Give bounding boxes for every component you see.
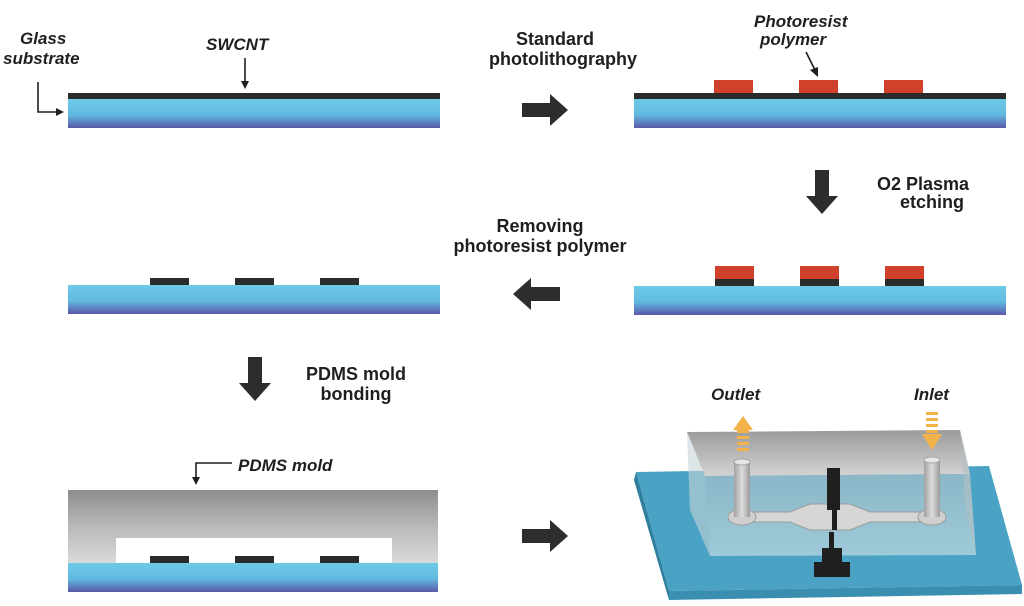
swcnt-pattern [150,278,189,285]
pdms-mold [68,490,438,563]
step-label-photolithography-line1: Standard [516,29,594,49]
panel-photoresist: Photoresist polymer [634,12,1006,128]
step-removing-photoresist: Removing photoresist polymer [453,216,627,310]
inlet-tube [924,460,940,517]
swcnt-electrode-top [827,468,840,530]
process-arrow-right-1 [522,94,568,126]
step-label-o2-plasma-line2: etching [900,192,964,212]
swcnt-pattern [800,279,839,286]
photoresist-block [800,266,839,279]
panel-pdms-bonded: PDMS mold [68,456,438,592]
base-plate-side [634,472,669,600]
photoresist-block [714,80,753,93]
panel-etched [634,266,1006,315]
inlet-label: Inlet [914,385,950,404]
swcnt-pointer-head [241,81,249,89]
pdms-block-top [687,430,970,476]
swcnt-pattern [885,279,924,286]
step-label-pdms-bonding-line1: PDMS mold [306,364,406,384]
photoresist-block [799,80,838,93]
swcnt-layer [68,93,440,99]
glass-substrate [634,286,1006,315]
swcnt-pattern [150,556,189,563]
panel-glass-swcnt: Glass substrate SWCNT [3,29,440,128]
glass-pointer-head [56,108,64,116]
process-arrow-right-2 [522,520,568,552]
step-label-photolithography-line2: photolithography [489,49,637,69]
swcnt-layer [634,93,1006,99]
glass-substrate [68,563,438,592]
pdms-block-right [960,430,976,555]
outlet-tube [734,462,750,517]
photoresist-block [884,80,923,93]
photoresist-pointer [805,51,816,71]
photoresist-pointer-head [810,67,818,77]
outlet-label: Outlet [711,385,761,404]
swcnt-electrode-bottom [814,532,850,577]
pdms-pointer-head [192,477,200,485]
panel-swcnt-pattern [68,278,440,314]
photoresist-block [885,266,924,279]
outlet-flow-arrow [733,416,753,451]
step-label-pdms-bonding-line2: bonding [321,384,392,404]
swcnt-pattern [320,556,359,563]
pdms-pointer [195,462,232,478]
base-plate-front [669,585,1022,600]
glass-substrate [68,99,440,128]
outlet-tube-top [733,458,751,466]
glass-substrate [68,285,440,314]
step-label-removing-line2: photoresist polymer [453,236,626,256]
pdms-block-left [687,432,710,556]
photoresist-block [715,266,754,279]
process-arrow-left-1 [513,278,560,310]
photoresist-label-line2: polymer [759,30,828,49]
step-standard-photolithography: Standard photolithography [489,29,637,126]
step-o2-plasma: O2 Plasma etching [806,170,970,214]
swcnt-pattern [320,278,359,285]
inlet-flow-arrow [922,412,942,450]
glass-substrate-label-line1: Glass [20,29,66,48]
photoresist-label-line1: Photoresist [754,12,849,31]
swcnt-label: SWCNT [206,35,270,54]
step-label-removing-line1: Removing [496,216,583,236]
glass-substrate [634,99,1006,128]
swcnt-pattern [235,556,274,563]
process-arrow-down-1 [806,170,838,214]
step-pdms-bonding: PDMS mold bonding [239,357,406,404]
glass-substrate-label-line2: substrate [3,49,80,68]
process-arrow-down-2 [239,357,271,401]
glass-pointer-arrow [37,82,58,113]
swcnt-pattern [235,278,274,285]
device-3d: Outlet Inlet [634,385,1022,600]
inlet-tube-top [923,456,941,464]
pdms-mold-label: PDMS mold [238,456,333,475]
swcnt-pattern [715,279,754,286]
step-label-o2-plasma-line1: O2 Plasma [877,174,970,194]
